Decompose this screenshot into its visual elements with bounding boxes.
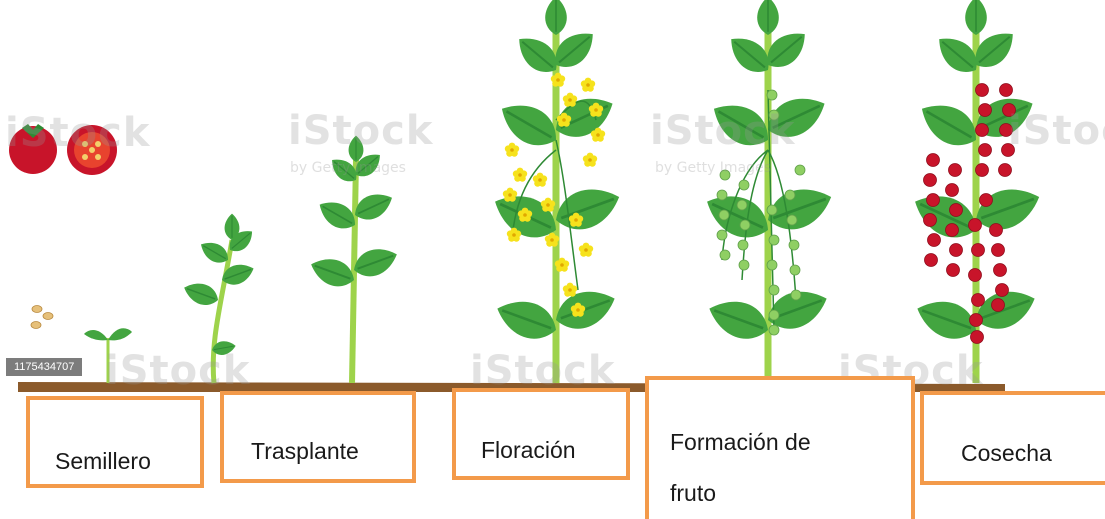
green-fruit-plant xyxy=(699,0,838,383)
watermark-tagline: by Getty Images xyxy=(290,160,406,176)
watermark-brand: iStock xyxy=(5,110,150,156)
stage-box-floracion: Floración xyxy=(452,388,630,480)
flowering-plant xyxy=(487,0,626,383)
stage-label-line1: Formación de xyxy=(670,429,811,456)
stage-box-formacion-fruto: Formación de fruto xyxy=(645,376,915,519)
stage-label: Cosecha xyxy=(961,440,1052,467)
stage-label-line2: fruto xyxy=(670,480,716,507)
stock-id-badge: 1175434707 xyxy=(6,358,82,376)
watermark-brand: iStock xyxy=(650,108,795,154)
seeds-icon xyxy=(31,306,53,329)
stage-label: Semillero xyxy=(55,448,151,475)
watermark-brand: iStock xyxy=(1008,108,1105,154)
stage-label: Trasplante xyxy=(251,438,359,465)
ripe-fruit-plant xyxy=(907,0,1046,383)
watermark-brand: iStock xyxy=(105,348,250,394)
stage-box-trasplante: Trasplante xyxy=(220,391,416,483)
stage-box-cosecha: Cosecha xyxy=(920,391,1105,485)
stage-box-semillero: Semillero xyxy=(26,396,204,488)
stage-label: Floración xyxy=(481,437,576,464)
watermark-tagline: by Getty Images xyxy=(655,160,771,176)
watermark-brand: iStock xyxy=(288,108,433,154)
